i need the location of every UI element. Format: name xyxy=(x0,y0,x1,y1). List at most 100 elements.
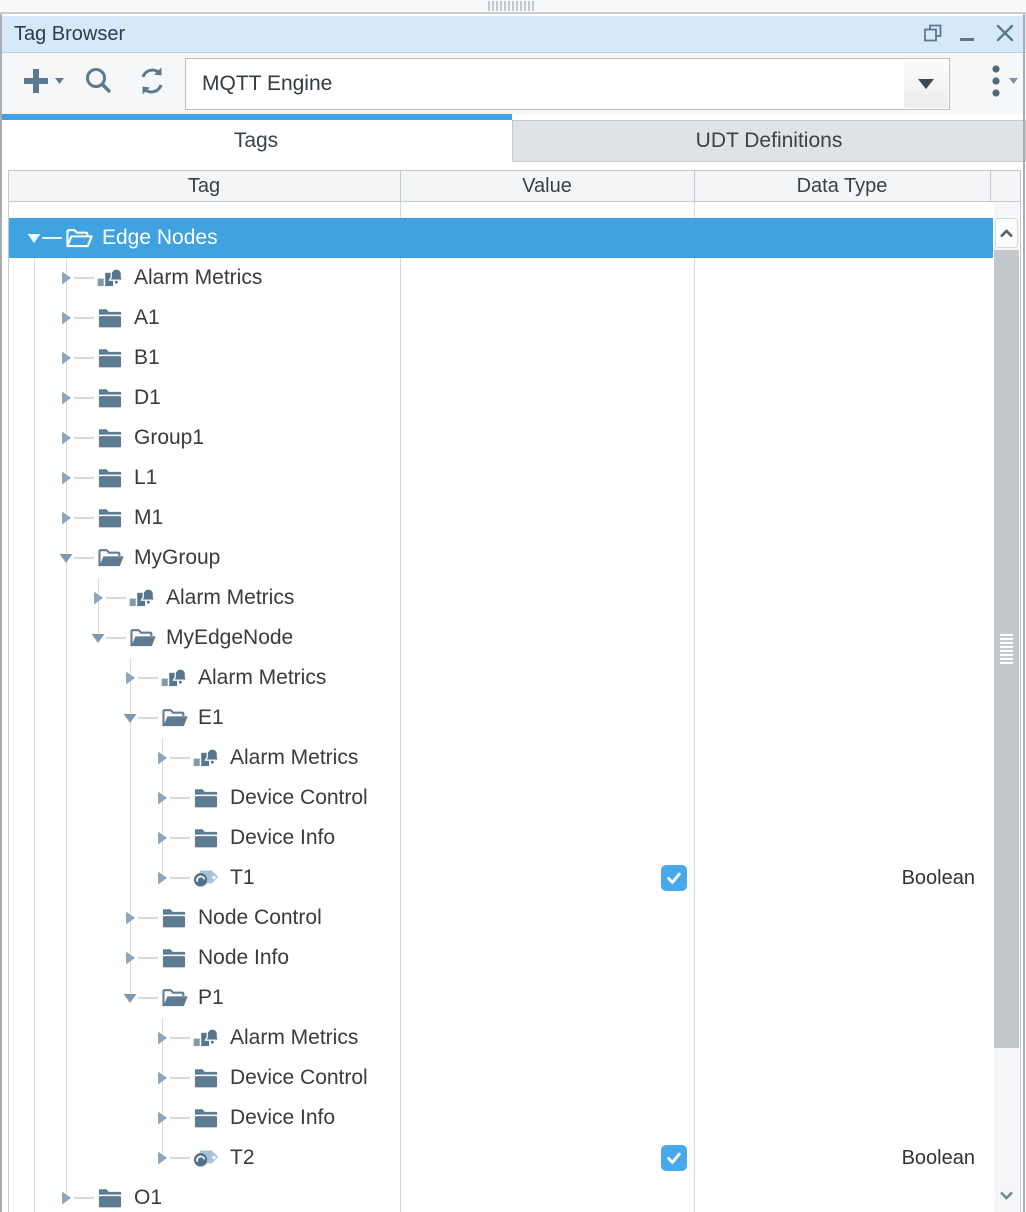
tree-node-label: O1 xyxy=(134,1186,163,1209)
search-button[interactable] xyxy=(78,53,118,114)
tree-row-group1[interactable]: Group1 xyxy=(9,418,993,458)
expand-arrow-icon[interactable] xyxy=(122,910,138,926)
tree-row-node-info[interactable]: Node Info xyxy=(9,938,993,978)
tree-row-t1[interactable]: T1 Boolean xyxy=(9,858,993,898)
tree-node-label: B1 xyxy=(134,346,160,369)
drag-grip-icon[interactable] xyxy=(488,1,534,11)
column-header-data-type[interactable]: Data Type xyxy=(796,175,888,197)
tree-row-d1[interactable]: D1 xyxy=(9,378,993,418)
panel-border xyxy=(1023,14,1025,1212)
collapse-arrow-icon[interactable] xyxy=(122,990,138,1006)
expand-arrow-icon[interactable] xyxy=(154,1030,170,1046)
close-window-button[interactable] xyxy=(992,22,1018,48)
value-checkbox-checked[interactable] xyxy=(661,1145,687,1171)
scroll-up-button[interactable] xyxy=(995,218,1018,248)
tree-row-o1[interactable]: O1 xyxy=(9,1178,993,1212)
tree-connector xyxy=(170,1157,190,1159)
panel-title: Tag Browser xyxy=(14,23,126,45)
minimize-window-button[interactable] xyxy=(954,22,980,48)
tree-connector xyxy=(42,237,62,239)
refresh-button[interactable] xyxy=(132,53,172,114)
collapse-arrow-icon[interactable] xyxy=(122,710,138,726)
expand-arrow-icon[interactable] xyxy=(58,350,74,366)
tab-tags[interactable]: Tags xyxy=(0,120,512,162)
tree-connector xyxy=(106,637,126,639)
tree-row-alarm-metrics[interactable]: Alarm Metrics xyxy=(9,258,993,298)
tree-row-mygroup[interactable]: MyGroup xyxy=(9,538,993,578)
tree-connector xyxy=(170,797,190,799)
folder-closed-icon xyxy=(192,1065,222,1091)
add-tag-button[interactable] xyxy=(16,53,68,114)
panel-border xyxy=(0,14,2,1212)
expand-arrow-icon[interactable] xyxy=(58,310,74,326)
tree-node-label: Device Info xyxy=(230,1106,336,1129)
tree-row-e1[interactable]: E1 xyxy=(9,698,993,738)
tree-connector xyxy=(138,917,158,919)
expand-arrow-icon[interactable] xyxy=(58,390,74,406)
alarm-metrics-icon xyxy=(160,665,190,691)
scroll-down-button[interactable] xyxy=(995,1180,1018,1210)
tag-provider-select[interactable]: MQTT Engine xyxy=(185,58,950,110)
tree-row-device-control[interactable]: Device Control xyxy=(9,1058,993,1098)
folder-closed-icon xyxy=(192,825,222,851)
tree-row-node-control[interactable]: Node Control xyxy=(9,898,993,938)
data-type-cell: Boolean xyxy=(901,1147,975,1169)
expand-arrow-icon[interactable] xyxy=(58,510,74,526)
tree-row-myedgenode[interactable]: MyEdgeNode xyxy=(9,618,993,658)
collapse-arrow-icon[interactable] xyxy=(26,230,42,246)
expand-arrow-icon[interactable] xyxy=(122,670,138,686)
kebab-icon xyxy=(982,61,1022,106)
tab-udt-definitions[interactable]: UDT Definitions xyxy=(512,120,1026,162)
tree-node-label: Alarm Metrics xyxy=(230,746,359,769)
tree-row-device-control[interactable]: Device Control xyxy=(9,778,993,818)
tree-row-l1[interactable]: L1 xyxy=(9,458,993,498)
tree-row-alarm-metrics[interactable]: Alarm Metrics xyxy=(9,738,993,778)
tree-row-alarm-metrics[interactable]: Alarm Metrics xyxy=(9,578,993,618)
tree-row-device-info[interactable]: Device Info xyxy=(9,1098,993,1138)
expand-arrow-icon[interactable] xyxy=(58,430,74,446)
column-separator xyxy=(694,202,695,1212)
tree-row-p1[interactable]: P1 xyxy=(9,978,993,1018)
tree-row-alarm-metrics[interactable]: Alarm Metrics xyxy=(9,658,993,698)
expand-arrow-icon[interactable] xyxy=(58,1190,74,1206)
expand-arrow-icon[interactable] xyxy=(58,470,74,486)
tree-row-m1[interactable]: M1 xyxy=(9,498,993,538)
tree-row-b1[interactable]: B1 xyxy=(9,338,993,378)
collapse-arrow-icon[interactable] xyxy=(90,630,106,646)
expand-arrow-icon[interactable] xyxy=(154,830,170,846)
tree-connector xyxy=(170,1037,190,1039)
expand-arrow-icon[interactable] xyxy=(154,1070,170,1086)
tree-row-alarm-metrics[interactable]: Alarm Metrics xyxy=(9,1018,993,1058)
tree-row-a1[interactable]: A1 xyxy=(9,298,993,338)
expand-arrow-icon[interactable] xyxy=(154,790,170,806)
tree-guide-line xyxy=(162,738,163,878)
tree-connector xyxy=(74,317,94,319)
tag-icon xyxy=(192,865,222,891)
expand-arrow-icon[interactable] xyxy=(58,270,74,286)
alarm-metrics-icon xyxy=(96,265,126,291)
expand-arrow-icon[interactable] xyxy=(154,750,170,766)
expand-arrow-icon[interactable] xyxy=(122,950,138,966)
tree-connector xyxy=(74,397,94,399)
value-checkbox-checked[interactable] xyxy=(661,865,687,891)
column-header-value[interactable]: Value xyxy=(522,175,572,197)
tree-node-label: Alarm Metrics xyxy=(166,586,295,609)
combo-dropdown-zone[interactable] xyxy=(904,60,948,108)
tree-node-label: D1 xyxy=(134,386,161,409)
expand-arrow-icon[interactable] xyxy=(154,870,170,886)
collapse-arrow-icon[interactable] xyxy=(58,550,74,566)
float-window-button[interactable] xyxy=(920,22,946,48)
scrollbar-thumb[interactable] xyxy=(994,250,1019,1048)
more-options-button[interactable] xyxy=(980,53,1024,114)
expand-arrow-icon[interactable] xyxy=(90,590,106,606)
table-header: Tag Value Data Type xyxy=(8,170,1020,202)
tree-row-t2[interactable]: T2 Boolean xyxy=(9,1138,993,1178)
tree-row-device-info[interactable]: Device Info xyxy=(9,818,993,858)
tree-row-edge-nodes[interactable]: Edge Nodes xyxy=(9,218,993,258)
expand-arrow-icon[interactable] xyxy=(154,1110,170,1126)
column-header-tag[interactable]: Tag xyxy=(187,175,221,197)
tree-connector xyxy=(74,517,94,519)
folder-closed-icon xyxy=(192,785,222,811)
vertical-scrollbar[interactable] xyxy=(994,202,1019,1212)
expand-arrow-icon[interactable] xyxy=(154,1150,170,1166)
